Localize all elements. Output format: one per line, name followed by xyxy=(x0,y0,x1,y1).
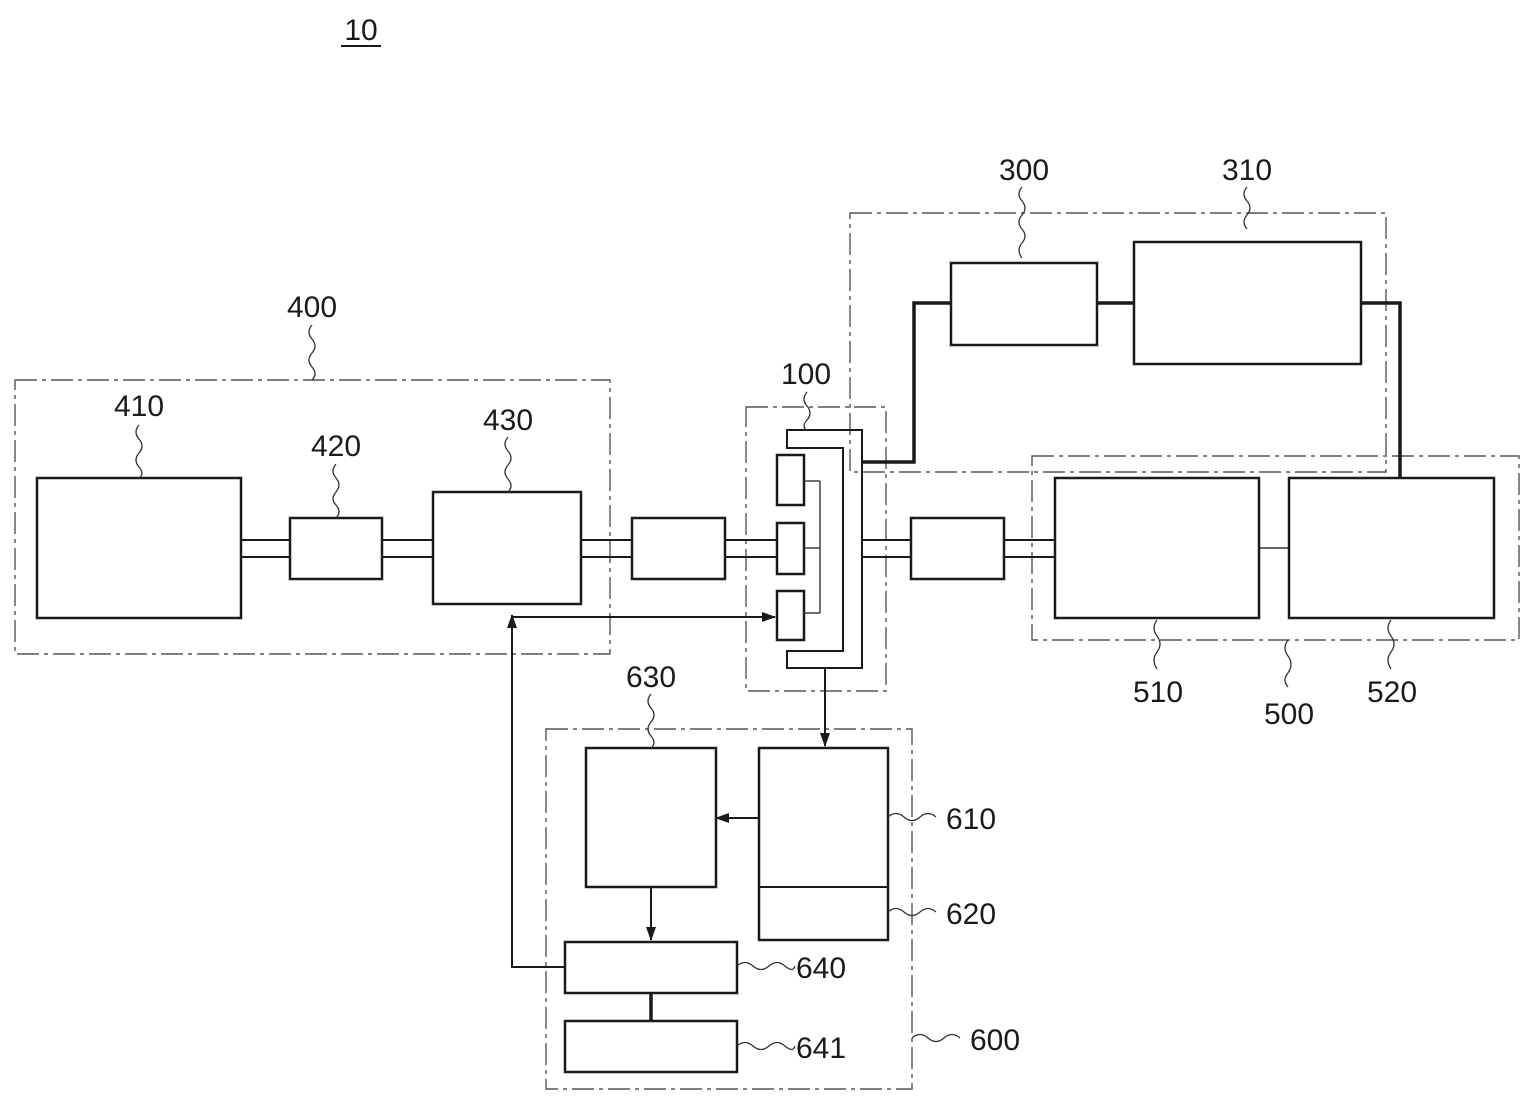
label-430: 430 xyxy=(483,404,533,437)
label-600: 600 xyxy=(970,1024,1020,1057)
block-510 xyxy=(1053,476,1261,620)
block-420 xyxy=(288,516,384,581)
label-510: 510 xyxy=(1133,676,1183,709)
label-641: 641 xyxy=(796,1032,846,1065)
label-630: 630 xyxy=(626,661,676,694)
arrow-640-to-430 xyxy=(507,614,565,968)
block-520 xyxy=(1287,476,1496,620)
label-400: 400 xyxy=(287,291,337,324)
block-630 xyxy=(584,746,718,889)
group-100-boundary xyxy=(745,406,887,692)
block-coupling-left xyxy=(630,516,727,581)
label-640: 640 xyxy=(796,952,846,985)
label-410: 410 xyxy=(114,390,164,423)
block-300 xyxy=(949,261,1099,347)
figure-number: 10 xyxy=(344,14,377,47)
block-coupling-right xyxy=(909,516,1006,581)
power-line-310-520 xyxy=(1361,301,1402,479)
label-500: 500 xyxy=(1264,698,1314,731)
label-420: 420 xyxy=(311,430,361,463)
block-430 xyxy=(431,490,583,606)
group-300-boundary xyxy=(849,212,1387,473)
label-610: 610 xyxy=(946,803,996,836)
label-100: 100 xyxy=(781,358,831,391)
block-641 xyxy=(563,1019,739,1074)
group-500-boundary xyxy=(1031,455,1520,641)
label-300: 300 xyxy=(999,154,1049,187)
group-600-boundary xyxy=(545,728,913,1090)
block-610 xyxy=(757,746,890,942)
leader-lines xyxy=(135,186,1395,1051)
block-640 xyxy=(563,940,739,995)
block-100-internals xyxy=(775,429,863,669)
label-520: 520 xyxy=(1367,676,1417,709)
shaft-lines xyxy=(241,539,1055,558)
block-410 xyxy=(35,476,243,620)
label-310: 310 xyxy=(1222,154,1272,187)
block-310 xyxy=(1132,240,1363,366)
label-620: 620 xyxy=(946,898,996,931)
power-line-100-300 xyxy=(862,301,951,464)
